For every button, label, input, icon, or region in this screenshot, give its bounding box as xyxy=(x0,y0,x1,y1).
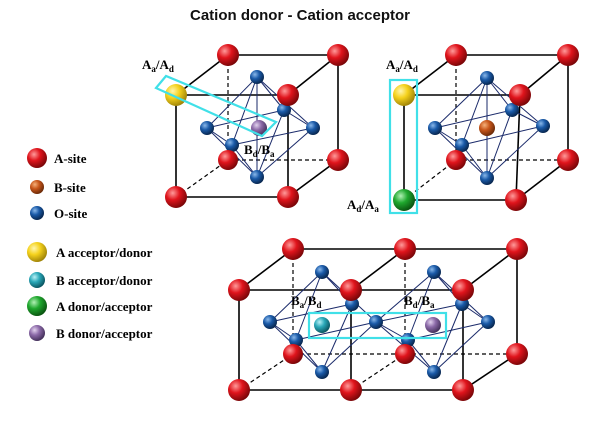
a-site-atom xyxy=(340,279,362,301)
o-site-atom xyxy=(315,265,329,279)
o-site-atom xyxy=(427,365,441,379)
legend-item-b-donor-acceptor: B donor/acceptor xyxy=(29,325,153,341)
legend-label: B-site xyxy=(54,180,86,195)
diagram-title: Cation donor - Cation acceptor xyxy=(190,7,410,24)
o-site-atom xyxy=(481,315,495,329)
cube-3: Ba/Bd Bd/Ba xyxy=(228,238,528,401)
b-donor-atom xyxy=(425,317,441,333)
b-acceptor-atom xyxy=(314,317,330,333)
a-site-atom xyxy=(283,344,303,364)
o-site-atom xyxy=(250,70,264,84)
a-site-atom xyxy=(217,44,239,66)
o-site-atom xyxy=(263,315,277,329)
legend-label: A donor/acceptor xyxy=(56,299,153,314)
legend-item-o-site: O-site xyxy=(30,206,87,221)
a-site-atom xyxy=(505,189,527,211)
o-site-atom xyxy=(250,170,264,184)
legend-label: O-site xyxy=(54,206,87,221)
legend-item-b-site: B-site xyxy=(30,180,86,195)
cube-1: Aa/Ad Bd/Ba xyxy=(142,44,349,208)
a-site-atom xyxy=(395,344,415,364)
a-site-atom xyxy=(228,279,250,301)
o-site-atom xyxy=(225,138,239,152)
o-site-atom xyxy=(455,138,469,152)
o-site-atom xyxy=(401,333,415,347)
legend-label: A-site xyxy=(54,151,87,166)
b-donor-swatch xyxy=(29,325,45,341)
label-ad-aa: Ad/Aa xyxy=(347,197,379,214)
legend-label: A acceptor/donor xyxy=(56,245,153,260)
o-site-atom xyxy=(427,265,441,279)
a-site-atom xyxy=(327,149,349,171)
b-site-swatch xyxy=(30,180,44,194)
a-site-atom xyxy=(557,149,579,171)
a-site-atom xyxy=(394,238,416,260)
a-site-atom xyxy=(340,379,362,401)
legend-label: B acceptor/donor xyxy=(56,273,153,288)
a-site-atom xyxy=(452,379,474,401)
a-site-atom xyxy=(277,84,299,106)
legend: A-site B-site O-site A acceptor/donor B … xyxy=(27,148,153,341)
legend-item-a-acceptor-donor: A acceptor/donor xyxy=(27,242,153,262)
cube-1-highlight-box xyxy=(154,74,278,138)
a-acceptor-atom xyxy=(165,84,187,106)
o-site-atom xyxy=(306,121,320,135)
a-site-swatch xyxy=(27,148,47,168)
cube-2-highlight-box xyxy=(388,78,419,215)
o-site-atom xyxy=(200,121,214,135)
o-site-atom xyxy=(277,103,291,117)
a-acceptor-atom xyxy=(393,84,415,106)
cube-2: Aa/Ad Ad/Aa xyxy=(347,44,579,215)
a-site-atom xyxy=(452,279,474,301)
a-donor-swatch xyxy=(27,296,47,316)
a-site-atom xyxy=(165,186,187,208)
label-bd-ba-1: Bd/Ba xyxy=(244,142,275,159)
legend-label: B donor/acceptor xyxy=(56,326,153,341)
a-site-atom xyxy=(218,150,238,170)
a-donor-atom xyxy=(393,189,415,211)
a-site-atom xyxy=(446,150,466,170)
legend-item-a-site: A-site xyxy=(27,148,87,168)
label-aa-ad-1: Aa/Ad xyxy=(142,57,174,74)
a-site-atom xyxy=(327,44,349,66)
b-site-atom xyxy=(479,120,495,136)
a-site-atom xyxy=(228,379,250,401)
a-site-atom xyxy=(282,238,304,260)
o-site-atom xyxy=(480,71,494,85)
o-site-atom xyxy=(480,171,494,185)
legend-item-b-acceptor-donor: B acceptor/donor xyxy=(29,272,153,288)
o-site-atom xyxy=(289,333,303,347)
o-site-atom xyxy=(369,315,383,329)
legend-item-a-donor-acceptor: A donor/acceptor xyxy=(27,296,153,316)
label-ba-bd: Ba/Bd xyxy=(291,293,321,310)
b-acceptor-swatch xyxy=(29,272,45,288)
cube-3-highlight-box xyxy=(307,311,448,340)
o-site-atom xyxy=(536,119,550,133)
label-aa-ad-2: Aa/Ad xyxy=(386,57,418,74)
a-site-atom xyxy=(277,186,299,208)
o-site-swatch xyxy=(30,206,44,220)
label-bd-ba-3: Bd/Ba xyxy=(404,293,435,310)
a-acceptor-swatch xyxy=(27,242,47,262)
a-site-atom xyxy=(509,84,531,106)
o-site-atom xyxy=(315,365,329,379)
a-site-atom xyxy=(557,44,579,66)
a-site-atom xyxy=(506,238,528,260)
o-site-atom xyxy=(428,121,442,135)
o-site-atom xyxy=(505,103,519,117)
a-site-atom xyxy=(445,44,467,66)
a-site-atom xyxy=(506,343,528,365)
